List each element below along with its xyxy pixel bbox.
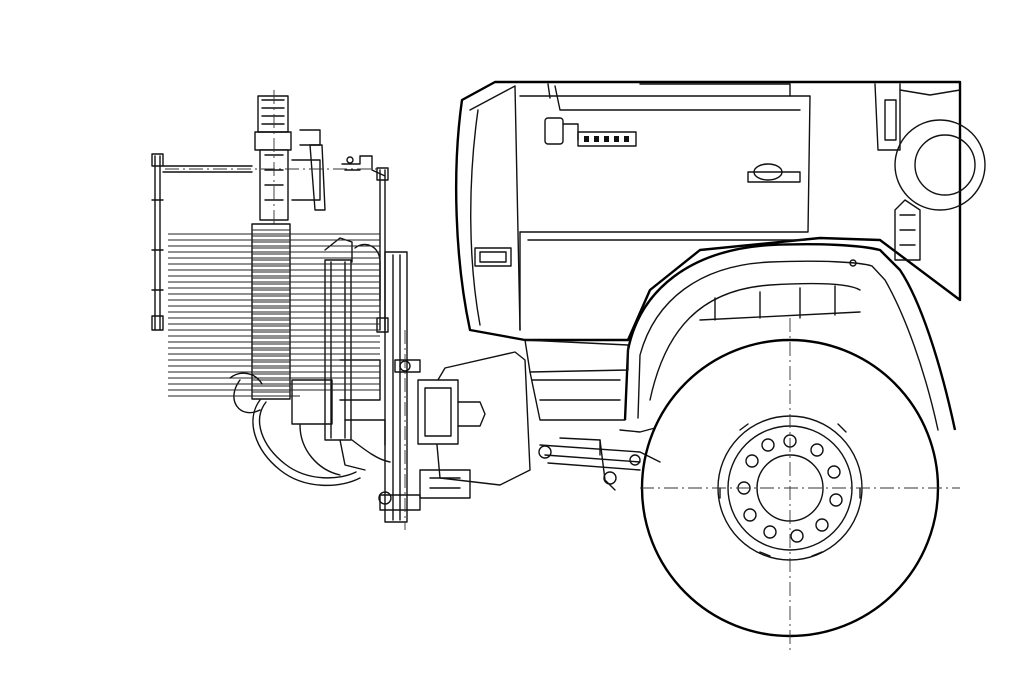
side-poles [151,153,389,333]
side-marker-light [474,247,512,267]
plow-brush [168,233,380,397]
hydraulic-cylinder [324,259,352,441]
air-filter [894,119,986,211]
hitch-block [417,379,459,445]
mast-top [257,95,289,133]
piston-rod [251,223,291,400]
truck-cab [454,80,986,342]
mirror-bracket [544,117,564,145]
lug-nuts [737,434,843,543]
cab-badge [577,131,637,147]
front-wheel [640,318,960,650]
door-handle [747,171,801,183]
hydraulic-assembly [233,90,391,486]
plow-mount [378,251,486,523]
wheel-fender [623,243,957,431]
mount-plate [384,251,408,523]
